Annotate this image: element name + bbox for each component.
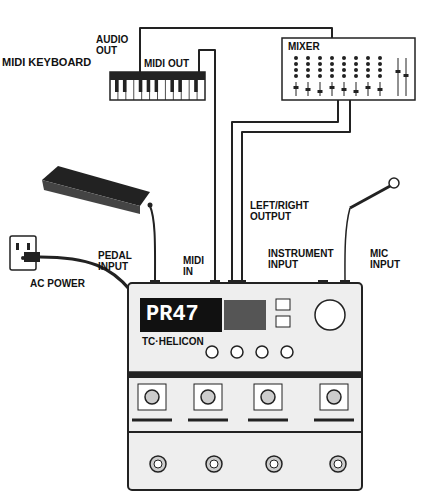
port-label: MIDI IN <box>183 255 211 277</box>
device-name: MIDI KEYBOARD <box>2 56 91 68</box>
port-label: PEDAL INPUT <box>98 250 148 272</box>
port-label: MIDI OUT <box>144 58 189 69</box>
cable <box>199 50 215 283</box>
expression-pedal <box>42 166 155 283</box>
cable <box>140 28 332 72</box>
vocal-processor <box>128 280 362 490</box>
port-label: MIC INPUT <box>370 248 410 270</box>
keyboard-drawing <box>110 72 205 100</box>
port-label: INSTRUMENT INPUT <box>268 248 340 270</box>
cable <box>242 100 350 283</box>
display-text: PR47 <box>146 302 199 328</box>
device-box: MIXER <box>282 38 415 100</box>
mixer-drawing <box>282 38 415 100</box>
port-label: AC POWER <box>30 278 85 289</box>
device-box: MIDI KEYBOARD <box>110 72 205 100</box>
port-label: AUDIO OUT <box>96 34 134 56</box>
device-name: MIXER <box>288 41 320 52</box>
port-label: LEFT/RIGHT OUTPUT <box>250 200 320 222</box>
device-name: TC·HELICON <box>142 336 204 347</box>
